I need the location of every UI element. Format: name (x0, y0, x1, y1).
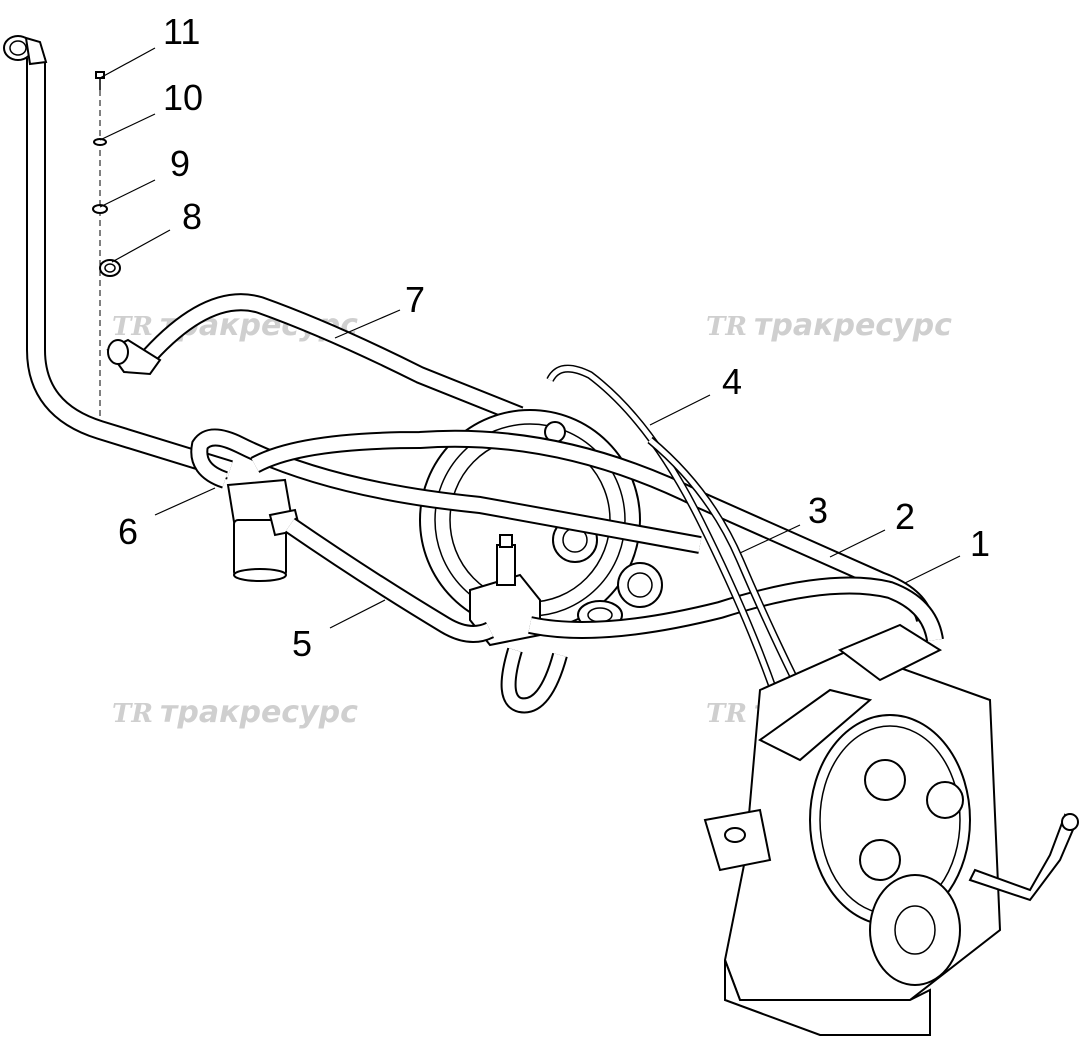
washer-9 (92, 204, 108, 214)
leader-lines (99, 47, 961, 629)
watermark-text: тракресурс (160, 695, 358, 730)
transmission-housing (703, 623, 1079, 1036)
callout-10: 10 (163, 77, 203, 118)
callout-6: 6 (118, 511, 138, 552)
left-mount-bracket (703, 808, 772, 872)
left-return-pipe (3, 35, 233, 480)
hose-7-fitting (106, 338, 162, 376)
watermark-top-right: TR тракресурс (706, 308, 952, 343)
hose-1 (528, 576, 944, 642)
callout-7: 7 (405, 279, 425, 320)
fastener-stack (92, 71, 121, 420)
hose-7 (106, 293, 524, 424)
watermark-bottom-left: TR тракресурс (112, 695, 358, 730)
elbow-fitting-top (3, 35, 48, 66)
oil-filter-6 (226, 478, 302, 582)
watermark-logo: TR (112, 312, 153, 342)
callout-3: 3 (808, 490, 828, 531)
hose-5 (284, 517, 495, 643)
watermark-logo: TR (112, 699, 153, 729)
watermark-logo: TR (706, 699, 747, 729)
washer-10 (93, 138, 107, 146)
watermark-logo: TR (706, 312, 747, 342)
callout-5: 5 (292, 623, 312, 664)
callout-9: 9 (170, 143, 190, 184)
callout-4: 4 (722, 361, 742, 402)
callout-11: 11 (163, 11, 200, 52)
callout-2: 2 (895, 496, 915, 537)
tube-3 (647, 436, 804, 692)
hose-6 (190, 428, 702, 554)
watermark-text: тракресурс (754, 308, 952, 343)
output-flange (869, 874, 961, 986)
top-valve-cover (758, 623, 943, 762)
bolt-11 (95, 71, 105, 90)
clamp-8 (99, 259, 121, 277)
shift-lever (968, 813, 1079, 902)
callout-1: 1 (970, 523, 990, 564)
pump-u-pipe (500, 647, 568, 714)
callout-labels: 11 10 9 8 7 4 3 2 1 6 5 (118, 11, 990, 664)
callout-8: 8 (182, 196, 202, 237)
tube-4 (546, 364, 794, 742)
